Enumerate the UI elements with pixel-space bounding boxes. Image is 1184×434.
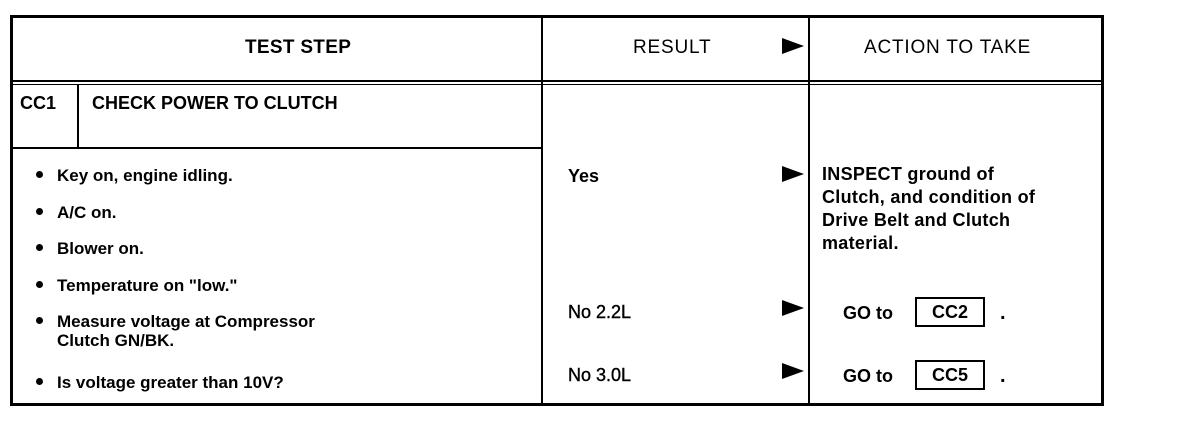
bullet-icon: [36, 317, 43, 325]
step-title: CHECK POWER TO CLUTCH: [92, 93, 338, 113]
header-divider: [10, 80, 1104, 82]
goto-ref-cc2[interactable]: CC2: [915, 297, 985, 327]
goto-ref-cc5[interactable]: CC5: [915, 360, 985, 390]
period-cc2: .: [1000, 302, 1006, 324]
header-test-step: TEST STEP: [245, 37, 352, 58]
result-no-22-arrow-icon: [782, 300, 804, 316]
list-item: Blower on.: [36, 239, 144, 259]
result-yes-arrow-icon: [782, 166, 804, 182]
header-arrow-icon: [782, 38, 804, 54]
list-item: Key on, engine idling.: [36, 166, 233, 186]
list-item: Temperature on "low.": [36, 276, 237, 296]
step-code: CC1: [20, 93, 57, 113]
period-cc5: .: [1000, 365, 1006, 387]
diagnostic-table: [10, 15, 1104, 406]
result-no-30-arrow-icon: [782, 363, 804, 379]
step-title-divider: [10, 147, 543, 149]
list-item: Measure voltage at Compressor Clutch GN/…: [36, 312, 315, 350]
header-divider-2: [10, 84, 1104, 85]
bullet-icon: [36, 378, 43, 386]
list-item: Is voltage greater than 10V?: [36, 373, 284, 393]
goto-label-cc5: GO to: [843, 366, 893, 386]
goto-label-cc2: GO to: [843, 303, 893, 323]
bullet-icon: [36, 208, 43, 216]
result-no-22: No 2.2L: [568, 302, 632, 322]
action-yes: INSPECT ground of Clutch, and condition …: [822, 164, 1036, 253]
col-divider-2: [808, 15, 810, 406]
bullet-icon: [36, 244, 43, 252]
step-code-divider: [77, 84, 79, 148]
header-result: RESULT: [633, 37, 712, 58]
col-divider-1: [541, 15, 543, 406]
bullet-icon: [36, 281, 43, 289]
result-no-30: No 3.0L: [568, 365, 632, 385]
list-item: A/C on.: [36, 203, 117, 223]
result-yes: Yes: [568, 166, 600, 186]
bullet-icon: [36, 171, 43, 179]
header-action: ACTION TO TAKE: [864, 37, 1032, 58]
